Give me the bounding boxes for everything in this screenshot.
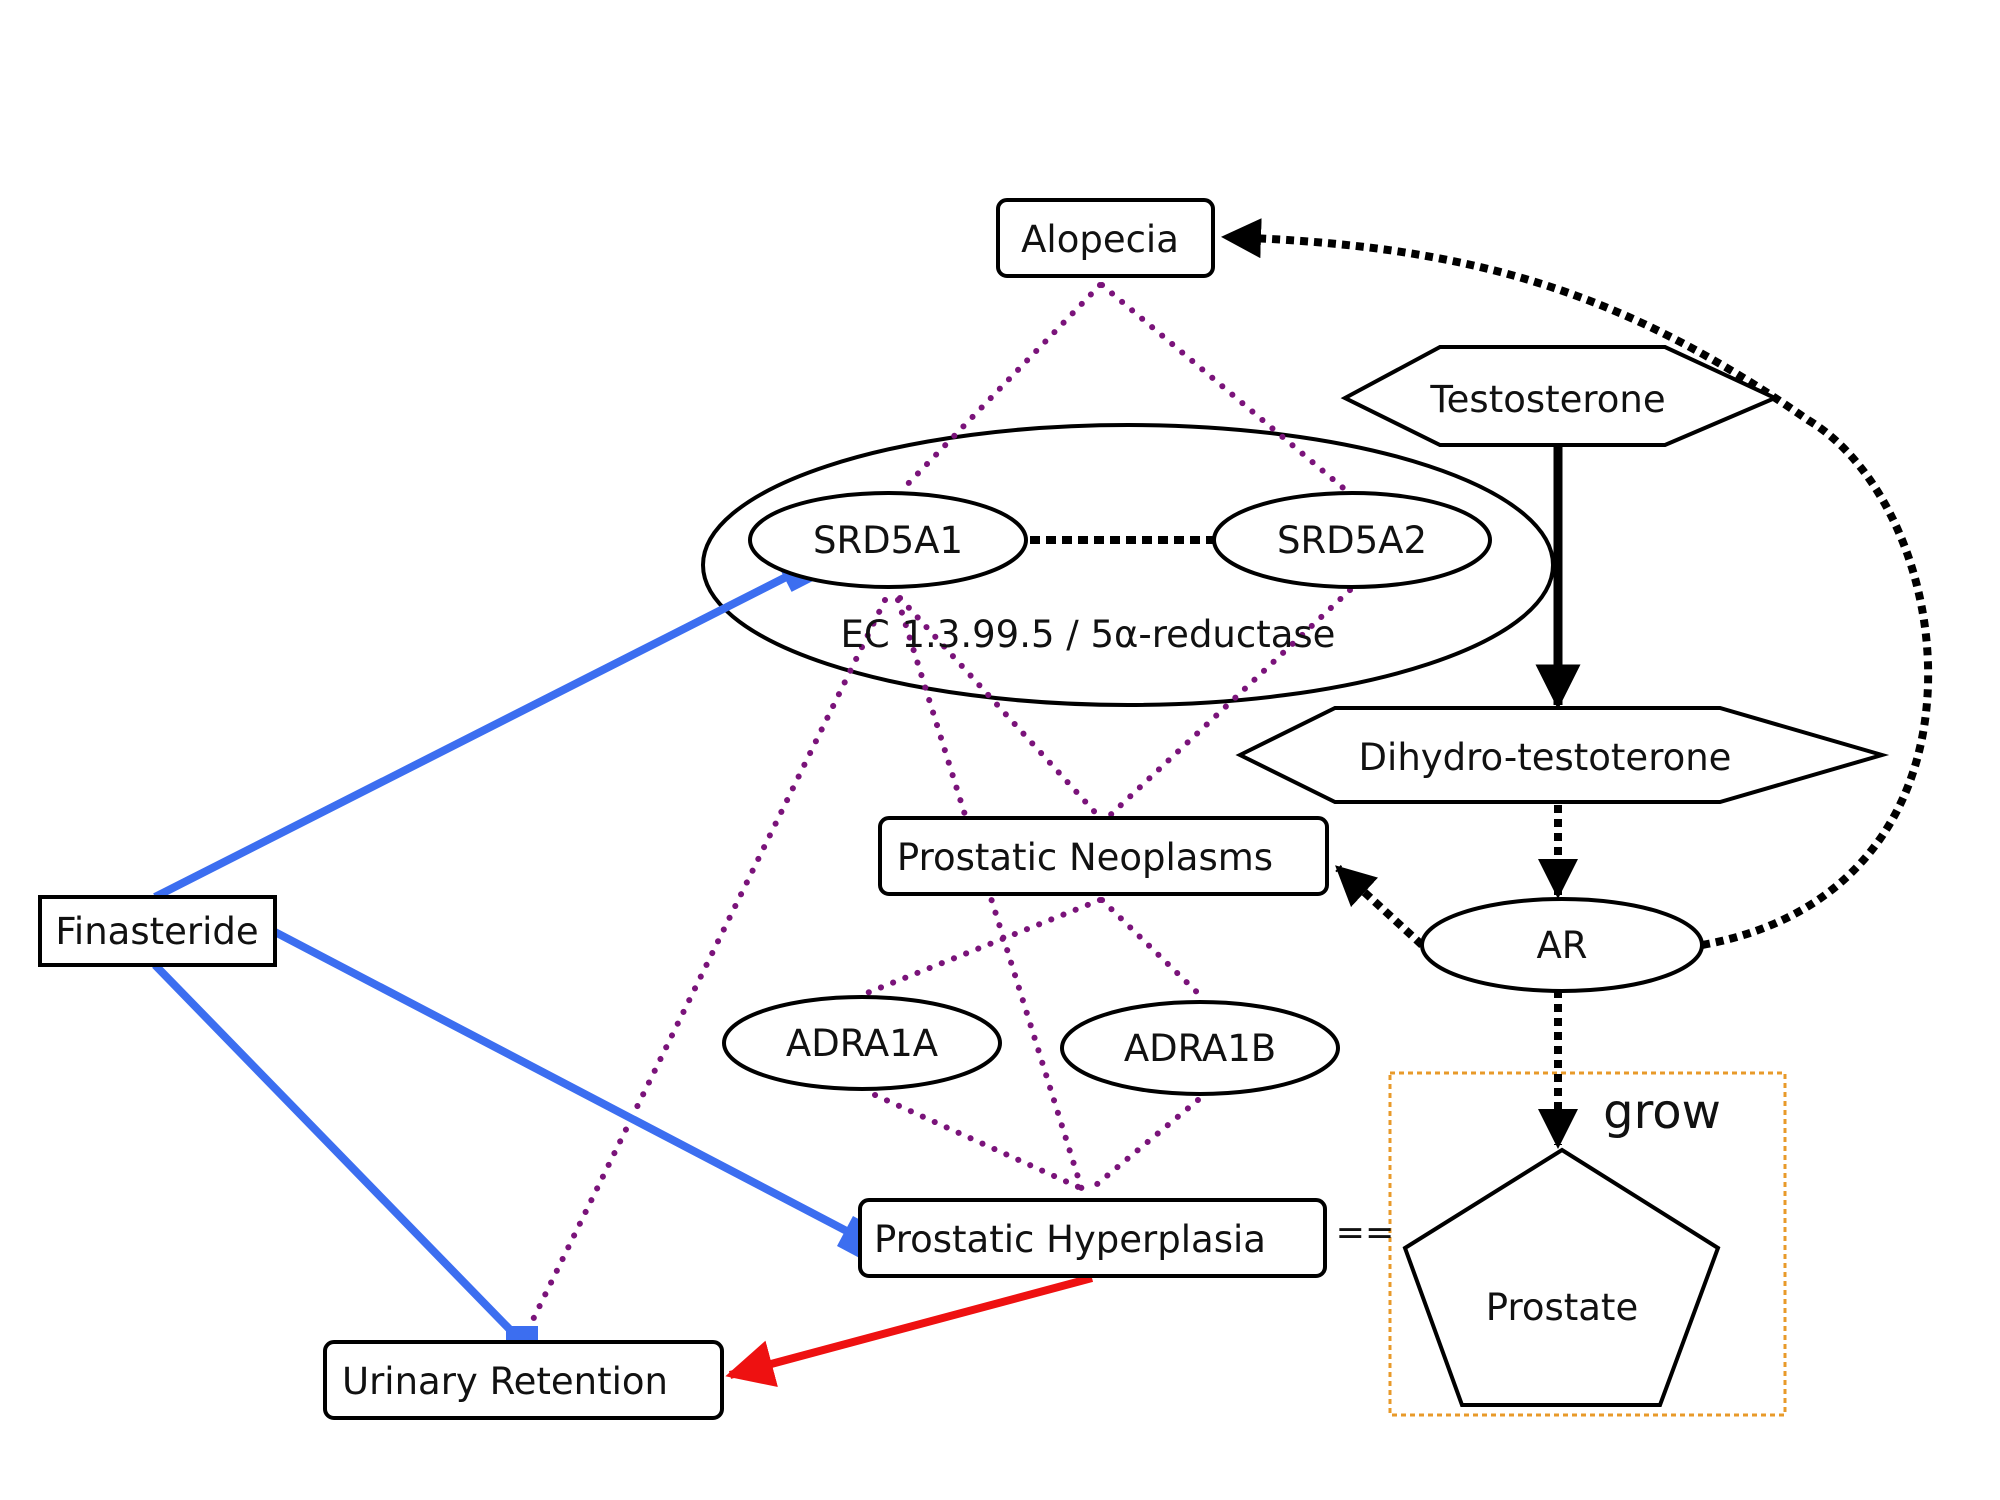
node-prostate[interactable]: Prostate [1402,1147,1721,1407]
node-urinary-retention[interactable]: Urinary Retention [323,1340,724,1420]
equals-sign: == [1336,1213,1395,1253]
svg-text:ADRA1A: ADRA1A [786,1022,938,1065]
edge-finasteride-urinary [152,962,523,1343]
edge-neoplasms-adra1a [859,897,1103,998]
svg-text:Testosterone: Testosterone [1429,378,1665,421]
edge-alopecia-srd5a1 [897,282,1103,495]
edge-srd5a2-neoplasms [1102,587,1353,823]
edge-finasteride-srd5a1 [153,566,802,901]
node-prostatic-neoplasms[interactable]: Prostatic Neoplasms [878,816,1329,896]
enzyme-label: EC 1.3.99.5 / 5α-reductase [841,613,1336,656]
svg-text:Prostatic Hyperplasia: Prostatic Hyperplasia [874,1218,1266,1261]
node-adra1a[interactable]: ADRA1A [722,995,1002,1091]
edge-adra1a-hyperplasia [872,1092,1088,1193]
node-srd5a2[interactable]: SRD5A2 [1212,491,1492,589]
node-dht[interactable]: Dihydro-testoterone [1235,706,1890,804]
svg-text:Prostate: Prostate [1486,1286,1638,1329]
edge-srd5a1-hyperplasia [895,597,1085,1193]
edge-ar-neoplasms [1335,865,1425,948]
svg-text:Finasteride: Finasteride [55,910,258,953]
svg-text:Prostatic Neoplasms: Prostatic Neoplasms [897,836,1273,879]
edge-neoplasms-adra1b [1099,897,1208,1003]
svg-text:Urinary Retention: Urinary Retention [342,1360,668,1403]
node-prostatic-hyperplasia[interactable]: Prostatic Hyperplasia [858,1198,1327,1278]
edge-srd5a1-urinary [519,597,888,1345]
grow-label: grow [1603,1084,1721,1140]
node-testosterone[interactable]: Testosterone [1340,345,1780,447]
association-edges [519,282,1353,1345]
edge-finasteride-hyperplasia [273,928,862,1242]
node-finasteride[interactable]: Finasteride [38,895,277,967]
svg-text:SRD5A1: SRD5A1 [813,519,963,562]
node-adra1b[interactable]: ADRA1B [1060,1000,1340,1096]
edge-ar-alopecia [1221,218,1933,949]
node-srd5a1[interactable]: SRD5A1 [748,491,1028,589]
node-ar[interactable]: AR [1420,897,1704,993]
svg-text:AR: AR [1536,924,1587,967]
edge-hyperplasia-urinary [725,1274,1094,1388]
svg-text:Dihydro-testoterone: Dihydro-testoterone [1359,736,1732,779]
svg-text:SRD5A2: SRD5A2 [1277,519,1427,562]
edge-alopecia-srd5a2 [1099,282,1351,495]
edge-srd5a1-neoplasms [897,595,1105,823]
node-alopecia[interactable]: Alopecia [996,198,1215,278]
svg-text:Alopecia: Alopecia [1021,218,1179,261]
edge-adra1b-hyperplasia [1087,1097,1201,1193]
activation-edges [1030,218,1933,1149]
svg-text:ADRA1B: ADRA1B [1124,1027,1276,1070]
